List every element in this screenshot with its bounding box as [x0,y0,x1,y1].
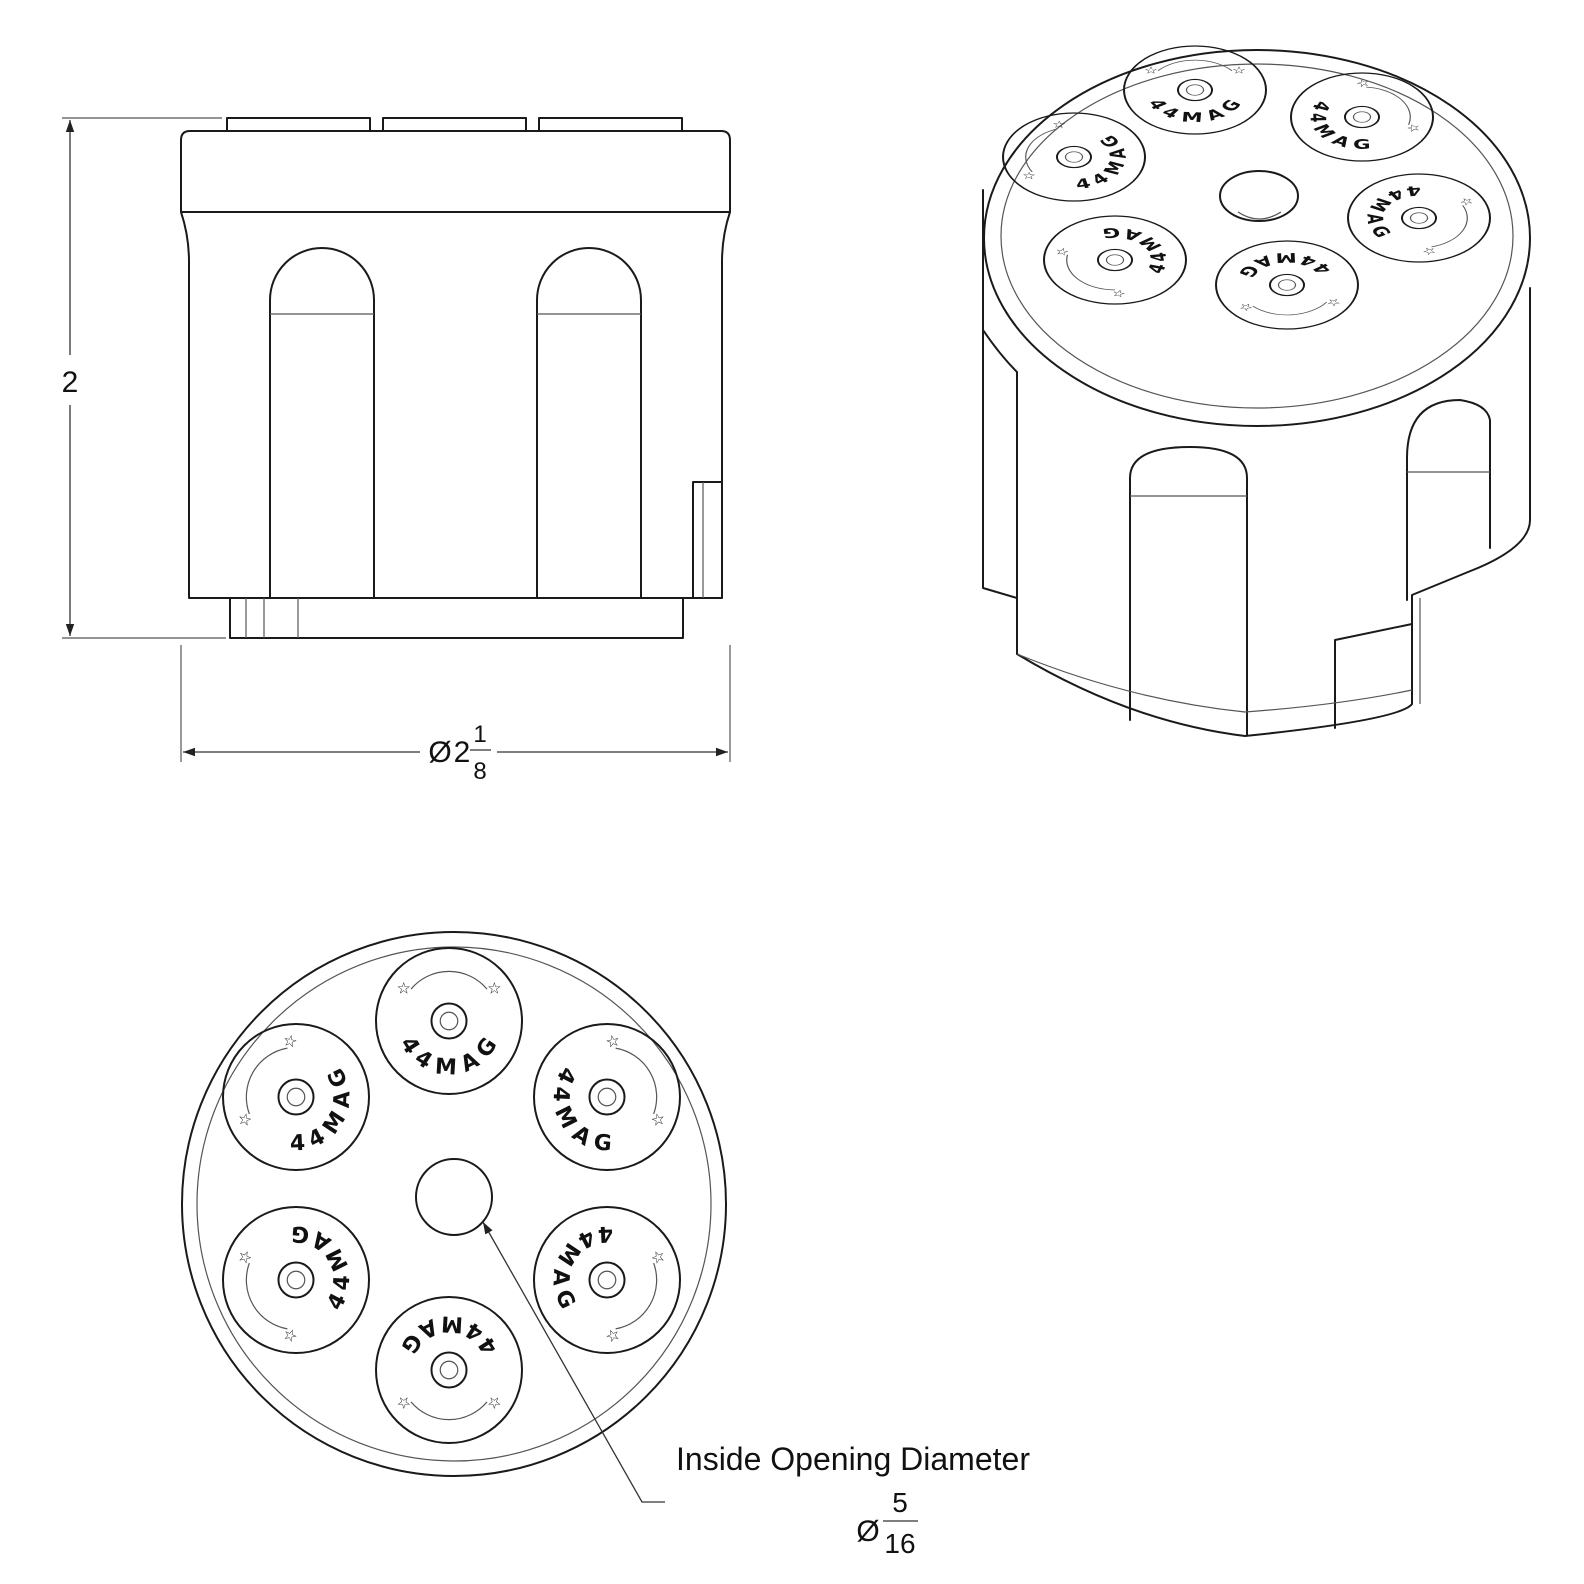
chamber-stamp-text: 44MAG [1284,94,1383,164]
star-icon: ☆ [1144,64,1158,75]
top-chamber: ☆ ☆ 44MAG [375,1296,523,1444]
inside-opening [415,1158,493,1236]
opening-label: Inside Opening Diameter [676,1441,1030,1477]
diameter-whole: 2 [454,736,471,769]
chamber-stamp-text: 44MAG [1090,212,1193,281]
chamber-stamp-text: 44MAG [1230,246,1339,281]
front-notch [692,481,723,599]
chamber-stamp-text: 44MAG [1142,97,1247,126]
star-icon: ☆ [1419,245,1441,258]
top-tab-center [382,117,527,132]
chamber-stamp-text: 44MAG [395,1033,503,1081]
star-icon: ☆ [397,979,411,997]
front-view [180,117,731,639]
bottom-lip [229,597,684,639]
chamber-stamp-text: 44MAG [1344,173,1431,244]
iso-flute-front [1129,446,1248,736]
iso-flute-left-edge [982,329,1018,655]
opening-callout: Inside Opening Diameter Ø 5 16 [482,1221,1030,1559]
chamber-groove-right [536,247,642,599]
opening-denominator: 16 [884,1528,915,1559]
iso-chamber: ☆ ☆ 44MAG [1043,212,1193,305]
top-chamber: ☆ ☆ 44MAG [375,947,523,1095]
star-icon: ☆ [1326,297,1342,309]
star-icon: ☆ [234,1109,257,1130]
height-dimension: 2 [62,117,226,639]
top-chambers: ☆☆44MAG☆☆44MAG☆☆44MAG☆☆44MAG☆☆44MAG☆☆44M… [222,947,681,1444]
star-icon: ☆ [1048,118,1070,130]
iso-center-hole [1219,170,1299,222]
star-icon: ☆ [1402,121,1425,135]
diameter-symbol: Ø [428,736,451,769]
opening-symbol: Ø [856,1515,879,1548]
iso-chambers: ☆☆44MAG☆☆44MAG☆☆44MAG☆☆44MAG☆☆44MAG☆☆44M… [1002,45,1491,330]
top-chamber: ☆☆44MAG [222,1023,375,1174]
star-icon: ☆ [647,1109,670,1130]
chamber-stamp-text: 44MAG [1067,129,1147,200]
top-view: ☆☆44MAG☆☆44MAG☆☆44MAG☆☆44MAG☆☆44MAG☆☆44M… [181,931,727,1477]
star-icon: ☆ [1107,287,1130,301]
width-dimension: Ø 2 1 8 [180,645,731,785]
diameter-numerator: 1 [473,721,486,748]
star-icon: ☆ [1050,245,1073,259]
star-icon: ☆ [397,1394,411,1412]
top-chamber: ☆☆44MAG [222,1203,375,1354]
top-tab-left [226,117,371,132]
star-icon: ☆ [487,1394,501,1412]
isometric-view: ☆☆44MAG☆☆44MAG☆☆44MAG☆☆44MAG☆☆44MAG☆☆44M… [982,45,1531,737]
front-body [180,130,731,599]
chamber-groove-left [269,247,375,599]
iso-chamber: ☆☆44MAG [1002,112,1147,202]
star-icon: ☆ [1232,64,1246,75]
top-chamber: ☆☆44MAG [528,1203,681,1354]
top-tab-right [538,117,683,132]
star-icon: ☆ [234,1246,257,1267]
iso-chamber: ☆☆44MAG [1284,72,1434,164]
diameter-denominator: 8 [473,758,486,785]
star-icon: ☆ [1456,195,1478,208]
top-outer-circle [181,931,727,1477]
height-value: 2 [62,366,79,399]
iso-chamber: ☆ ☆ 44MAG [1215,240,1359,330]
star-icon: ☆ [487,979,501,997]
iso-top-rim [983,49,1531,427]
iso-flute-right [1406,399,1491,601]
iso-chamber: ☆☆44MAG [1344,173,1491,263]
opening-numerator: 5 [892,1487,908,1518]
star-icon: ☆ [647,1246,670,1267]
iso-chamber: ☆ ☆ 44MAG [1123,45,1267,135]
chamber-stamp-text: 44MAG [395,1310,503,1358]
star-icon: ☆ [1238,301,1254,313]
iso-body [982,189,1531,737]
star-icon: ☆ [1018,170,1040,182]
